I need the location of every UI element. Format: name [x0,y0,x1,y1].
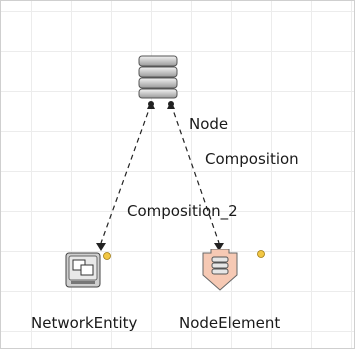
edge-composition-label: Composition [205,150,299,168]
edge-composition-2[interactable] [96,101,155,251]
node-node[interactable] [136,53,180,101]
edge-composition[interactable] [167,101,224,251]
edge-composition-2-label: Composition_2 [127,202,238,220]
node-element-shield-icon [202,248,265,291]
edge-source-label: Node [189,115,229,133]
node-element-label: NodeElement [179,314,281,332]
network-computers-icon [65,252,111,288]
network-entity-label: NetworkEntity [31,314,138,332]
node-network-entity[interactable] [65,251,115,291]
status-badge [103,252,111,260]
node-node-element[interactable] [199,248,269,291]
status-badge [257,250,265,258]
server-stack-icon [138,55,178,99]
